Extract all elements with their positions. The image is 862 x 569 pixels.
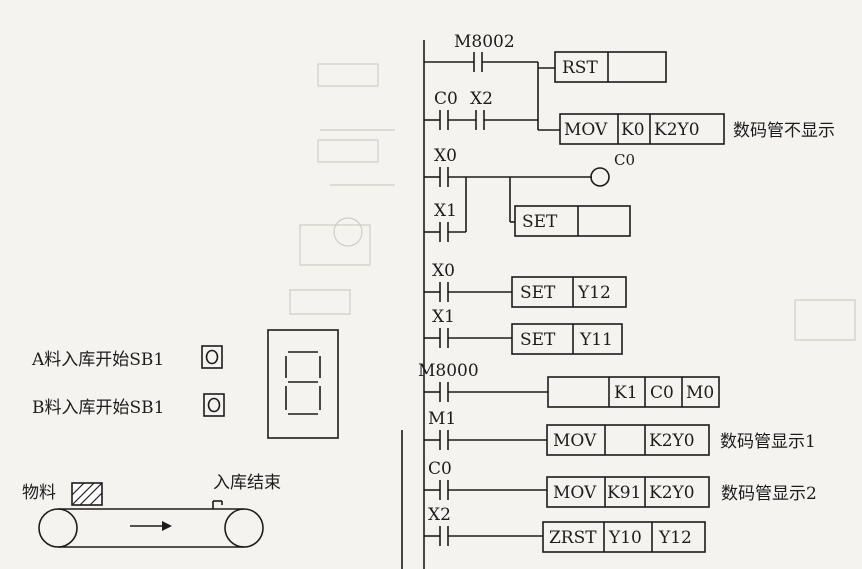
mov-display1-dest: K2Y0 <box>649 431 695 451</box>
material-label: 物料 <box>22 483 56 503</box>
button-a-icon <box>205 349 219 365</box>
conveyor: 物料 入库结束 <box>22 473 281 548</box>
mov-display2-dest: K2Y0 <box>649 483 695 503</box>
conveyor-right-roller <box>224 508 264 548</box>
pushbutton-b: B料入库开始SB1 <box>32 393 225 418</box>
set-y11-operand: Y11 <box>579 330 613 350</box>
contact-label-x1: X1 <box>434 201 457 221</box>
arrow-head-icon <box>162 521 172 531</box>
rung-6: M1 <box>424 409 547 450</box>
contact-label-x2: X2 <box>470 89 493 109</box>
rung-5: M8000 <box>418 361 548 402</box>
mov-display2-opcode: MOV <box>553 483 597 503</box>
contact-label-c0-2: C0 <box>428 459 452 479</box>
material-block <box>71 482 103 506</box>
pushbutton-a: A料入库开始SB1 <box>31 345 223 370</box>
instr-zrst: ZRST Y10 Y12 <box>542 521 706 553</box>
mov-display2-source: K91 <box>607 483 641 503</box>
rung-3: X0 <box>424 261 512 302</box>
end-sensor-icon <box>212 500 223 509</box>
instr-set-y11: SET Y11 <box>511 323 623 355</box>
rung-2: X0 C0 X1 <box>424 146 635 242</box>
compare-k1: K1 <box>614 383 638 403</box>
zrst-opcode: ZRST <box>549 528 597 548</box>
rung-7: C0 <box>424 459 547 500</box>
compare-m0: M0 <box>686 383 714 403</box>
mov-display1-opcode: MOV <box>553 431 597 451</box>
set-opcode: SET <box>522 212 558 232</box>
button-a-label: A料入库开始SB1 <box>31 350 164 370</box>
contact-label-m8000: M8000 <box>418 361 479 381</box>
mov-dest-k2y0: K2Y0 <box>654 120 700 140</box>
rung-8: X2 <box>424 505 543 546</box>
seven-segment-display <box>267 329 339 439</box>
comment-display1: 数码管显示1 <box>720 432 816 452</box>
zrst-start: Y10 <box>608 528 642 548</box>
comment-display2: 数码管显示2 <box>721 484 817 504</box>
zrst-end: Y12 <box>658 528 692 548</box>
instr-mov-display2: MOV K91 K2Y0 <box>546 476 710 508</box>
contact-label-x2-2: X2 <box>428 505 451 525</box>
contact-label-c0: C0 <box>434 89 458 109</box>
contact-label-m8002: M8002 <box>454 32 515 52</box>
rung-4: X1 <box>424 307 512 348</box>
button-b-icon <box>207 397 221 413</box>
coil-c0 <box>590 167 610 187</box>
comment-no-display: 数码管不显示 <box>733 121 835 141</box>
mov-opcode: MOV <box>564 120 608 140</box>
rst-opcode: RST <box>562 58 598 78</box>
instr-mov-display1: MOV K2Y0 <box>546 424 710 456</box>
contact-label-x0-2: X0 <box>432 261 455 281</box>
contact-label-x0: X0 <box>434 146 457 166</box>
storage-end-label: 入库结束 <box>213 473 281 493</box>
rung-1: M8002 C0 X2 <box>424 32 560 131</box>
instr-set-blank: SET <box>514 205 631 237</box>
set-y12-opcode: SET <box>520 283 556 303</box>
instr-mov-k0: MOV K0 K2Y0 <box>559 113 725 145</box>
coil-label-c0: C0 <box>614 151 635 169</box>
set-y12-operand: Y12 <box>577 283 611 303</box>
mov-source-k0: K0 <box>621 120 645 140</box>
button-b-label: B料入库开始SB1 <box>32 398 164 418</box>
contact-label-m1: M1 <box>428 409 456 429</box>
instr-set-y12: SET Y12 <box>511 276 627 308</box>
compare-c0: C0 <box>650 383 674 403</box>
set-y11-opcode: SET <box>520 330 556 350</box>
conveyor-left-roller <box>38 508 78 548</box>
background-bleed-through <box>289 63 856 341</box>
instr-counter-compare: K1 C0 M0 <box>547 376 720 408</box>
contact-label-x1-2: X1 <box>432 307 455 327</box>
instr-rst: RST <box>554 51 667 83</box>
